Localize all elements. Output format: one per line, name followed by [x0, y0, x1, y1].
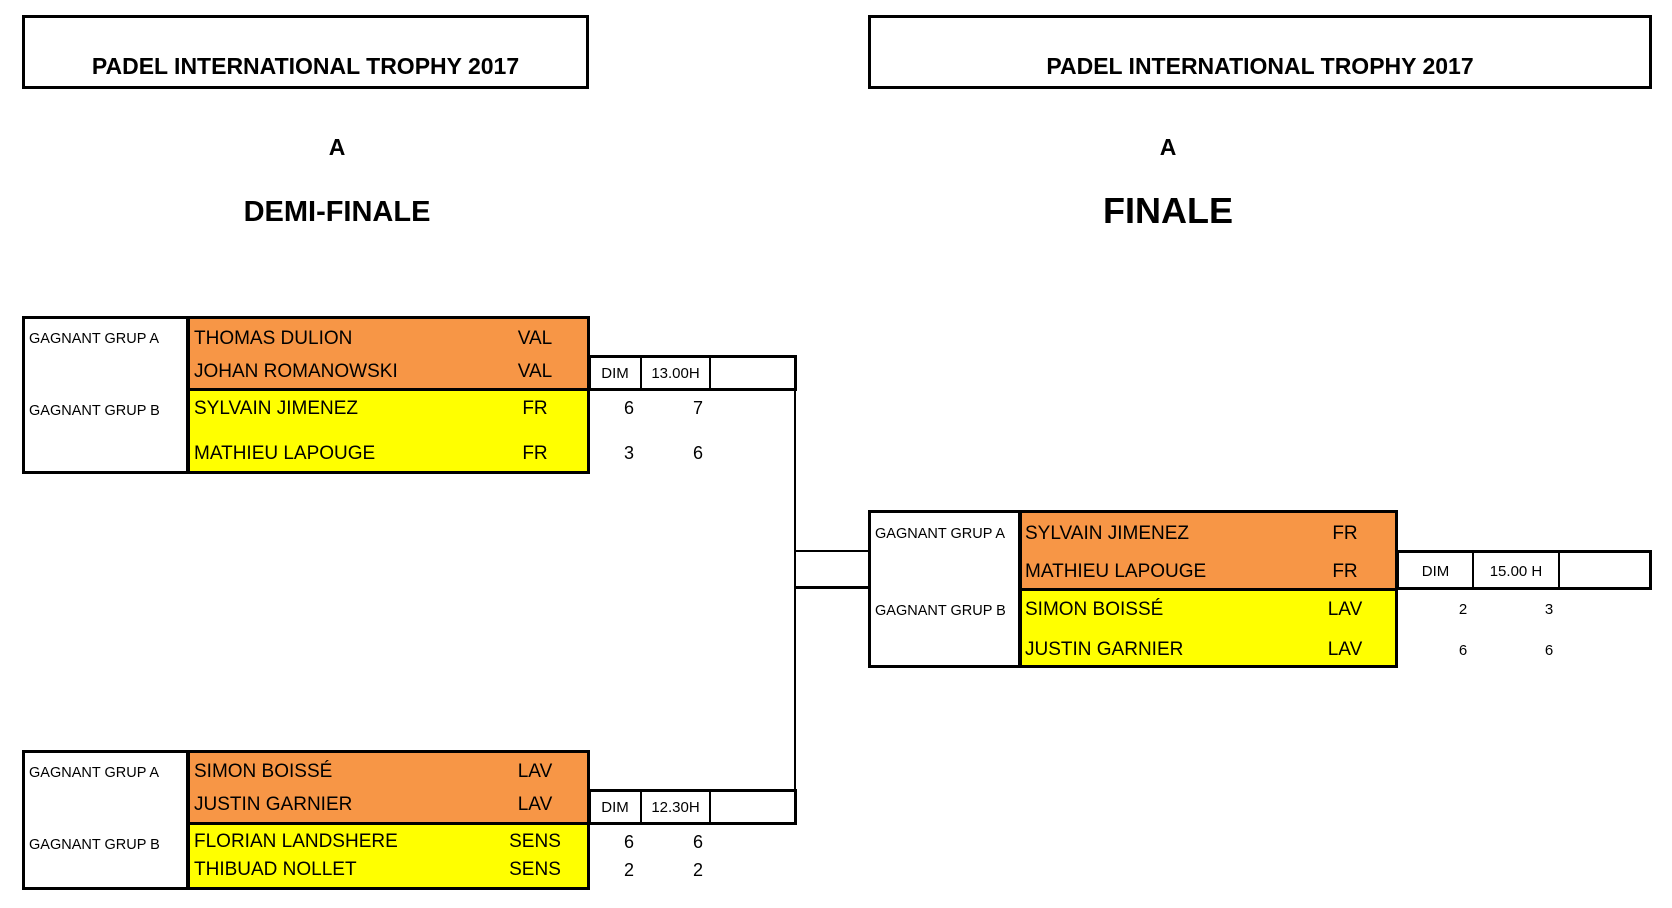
semi1-team-a-club1: VAL: [517, 328, 553, 349]
divider: [709, 355, 711, 391]
semi2-score-r1-s2: 6: [692, 832, 703, 852]
semi1-team-b-fill: [187, 388, 590, 474]
semi2-label-b: GAGNANT GRUP B: [29, 837, 160, 853]
semi2-team-b-fill: [187, 822, 590, 890]
semi1-team-a-fill: [187, 316, 590, 390]
semi1-label-a: GAGNANT GRUP A: [29, 331, 159, 347]
semi1-score-r2-s1: 3: [623, 443, 634, 463]
bracket-connector-top: [795, 550, 870, 552]
right-round-title: FINALE: [1103, 190, 1233, 231]
semi1-score-r1-s1: 6: [623, 398, 634, 418]
semi1-label-b: GAGNANT GRUP B: [29, 403, 160, 419]
semi1-team-b-player2: MATHIEU LAPOUGE: [194, 443, 376, 464]
divider: [640, 355, 642, 391]
final-team-b-club1: LAV: [1327, 599, 1363, 620]
left-round-title: DEMI-FINALE: [243, 196, 431, 228]
semi2-time: 12.30H: [651, 798, 700, 816]
semi2-team-b-player1: FLORIAN LANDSHERE: [194, 831, 398, 852]
right-title: PADEL INTERNATIONAL TROPHY 2017: [1046, 53, 1474, 79]
semi2-team-a-player2: JUSTIN GARNIER: [194, 794, 353, 815]
right-title-box: PADEL INTERNATIONAL TROPHY 2017: [868, 15, 1652, 89]
semi2-team-a-club2: LAV: [517, 794, 553, 815]
semi2-team-b-club2: SENS: [509, 859, 561, 880]
semi2-day: DIM: [601, 798, 629, 816]
left-title-box: PADEL INTERNATIONAL TROPHY 2017: [22, 15, 589, 89]
final-team-a-club2: FR: [1332, 561, 1358, 582]
final-time: 15.00 H: [1489, 562, 1543, 580]
final-team-a-club1: FR: [1332, 523, 1358, 544]
semi1-team-b-player1: SYLVAIN JIMENEZ: [194, 398, 358, 419]
semi2-team-a-club1: LAV: [517, 761, 553, 782]
final-team-b-club2: LAV: [1327, 639, 1363, 660]
semi2-team-a-player1: SIMON BOISSÉ: [194, 761, 333, 782]
semi2-label-a: GAGNANT GRUP A: [29, 765, 159, 781]
semi2-team-b-player2: THIBUAD NOLLET: [194, 859, 357, 880]
final-score-r2-s2: 6: [1544, 642, 1554, 659]
final-team-b-fill: [1019, 588, 1398, 668]
left-title: PADEL INTERNATIONAL TROPHY 2017: [91, 53, 520, 79]
semi1-score-r2-s2: 6: [692, 443, 703, 463]
semi2-team-b-club1: SENS: [509, 831, 561, 852]
semi1-score-r1-s2: 7: [692, 398, 703, 418]
final-score-r1-s2: 3: [1544, 601, 1554, 618]
final-label-a: GAGNANT GRUP A: [875, 526, 1005, 542]
final-team-a-player1: SYLVAIN JIMENEZ: [1025, 523, 1189, 544]
final-score-r2-s1: 6: [1458, 642, 1468, 659]
right-subtitle: A: [1159, 134, 1177, 160]
semi1-team-b-club1: FR: [522, 398, 548, 419]
divider: [709, 789, 711, 825]
final-team-b-player2: JUSTIN GARNIER: [1025, 639, 1184, 660]
final-team-b-player1: SIMON BOISSÉ: [1025, 599, 1164, 620]
semi2-schedule-box: [588, 789, 797, 825]
bracket-connector-vertical: [794, 388, 796, 791]
semi1-team-a-player1: THOMAS DULION: [194, 328, 353, 349]
final-schedule-box: [1396, 550, 1652, 590]
divider: [1472, 550, 1474, 590]
semi1-time: 13.00H: [651, 364, 700, 382]
final-label-b: GAGNANT GRUP B: [875, 603, 1006, 619]
semi1-team-b-club2: FR: [522, 443, 548, 464]
divider: [640, 789, 642, 825]
semi1-team-a-player2: JOHAN ROMANOWSKI: [194, 361, 398, 382]
semi2-score-r1-s1: 6: [623, 832, 634, 852]
final-score-r1-s1: 2: [1458, 601, 1468, 618]
left-subtitle: A: [328, 134, 346, 160]
semi2-team-a-fill: [187, 750, 590, 824]
final-team-a-player2: MATHIEU LAPOUGE: [1025, 561, 1207, 582]
bracket-connector-bottom: [795, 586, 870, 589]
final-team-a-fill: [1019, 510, 1398, 590]
semi2-score-r2-s1: 2: [623, 860, 634, 880]
semi1-day: DIM: [601, 364, 629, 382]
semi1-schedule-box: [588, 355, 797, 391]
semi1-team-a-club2: VAL: [517, 361, 553, 382]
final-day: DIM: [1421, 562, 1450, 580]
divider: [1558, 550, 1560, 590]
semi2-score-r2-s2: 2: [692, 860, 703, 880]
